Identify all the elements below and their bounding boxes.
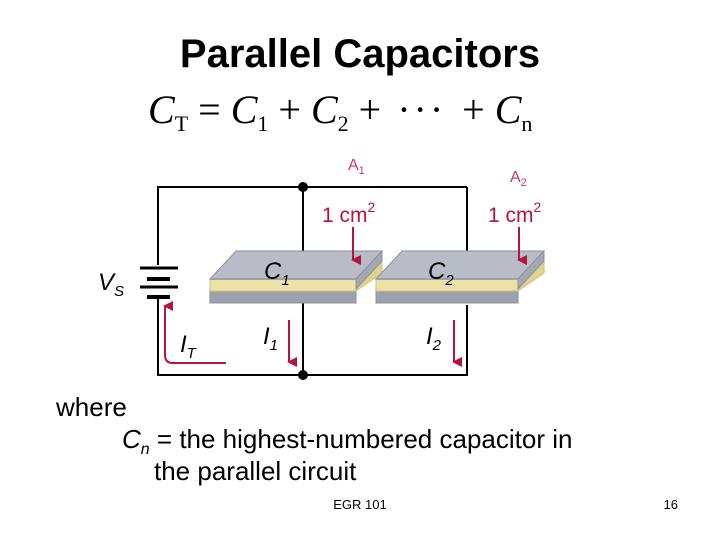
area-label-a1: A1 <box>348 157 365 177</box>
c2-bottom-plate-front <box>375 289 519 304</box>
branch-current-label-2: I2 <box>426 323 442 354</box>
c1-top-plate-side <box>355 249 383 291</box>
formula-cn: C <box>494 87 522 132</box>
branch-current-label-1: I1 <box>263 323 278 354</box>
area-value-2: 1 cm2 <box>488 199 542 227</box>
wire-bottom-left <box>157 297 303 376</box>
area-label-a2: A2 <box>510 169 527 189</box>
formula-cn-sub: n <box>521 111 533 136</box>
formula-plus-1: + <box>278 87 301 132</box>
formula-equals: = <box>198 87 221 132</box>
wire-top-left <box>157 186 303 265</box>
c2-top-plate-side <box>517 249 545 291</box>
definition-var: C <box>122 424 141 454</box>
formula-plus-3: + <box>462 87 485 132</box>
formula-ct: C <box>148 87 175 132</box>
formula-ellipsis: ··· <box>397 87 447 132</box>
battery-symbol <box>140 266 178 299</box>
capacitance-formula: CT=C1+C2+···+Cn <box>148 86 532 137</box>
c2-label: C2 <box>428 258 454 289</box>
definition-line-1: Cn = the highest-numbered capacitor in <box>122 424 572 459</box>
area-value-1: 1 cm2 <box>322 199 376 227</box>
junction-dot-bottom <box>298 370 308 380</box>
capacitor-c1 <box>208 249 384 304</box>
formula-c2: C <box>310 87 338 132</box>
total-current-label: IT <box>180 331 198 362</box>
formula-c1: C <box>230 87 258 132</box>
where-label: where <box>56 392 127 422</box>
source-label: VS <box>98 269 124 300</box>
definition-line-2: the parallel circuit <box>154 456 357 486</box>
formula-c2-sub: 2 <box>337 111 349 136</box>
wire-bottom-right <box>303 305 468 376</box>
total-current-arrow <box>163 301 226 364</box>
footer-course: EGR 101 <box>333 497 387 512</box>
slide-title: Parallel Capacitors <box>179 32 541 76</box>
definition-text: = the highest-numbered capacitor in <box>149 424 573 454</box>
definition-var-sub: n <box>140 441 150 459</box>
capacitor-c2 <box>374 249 546 304</box>
c1-top-plate <box>208 250 384 280</box>
formula-ct-sub: T <box>174 111 189 136</box>
formula-c1-sub: 1 <box>257 111 269 136</box>
c1-label: C1 <box>264 258 290 289</box>
formula-plus-2: + <box>358 87 382 132</box>
junction-dot-top <box>298 182 308 192</box>
page-number: 16 <box>663 497 678 512</box>
circuit-wires <box>157 186 468 376</box>
c1-bottom-plate-front <box>209 289 357 304</box>
